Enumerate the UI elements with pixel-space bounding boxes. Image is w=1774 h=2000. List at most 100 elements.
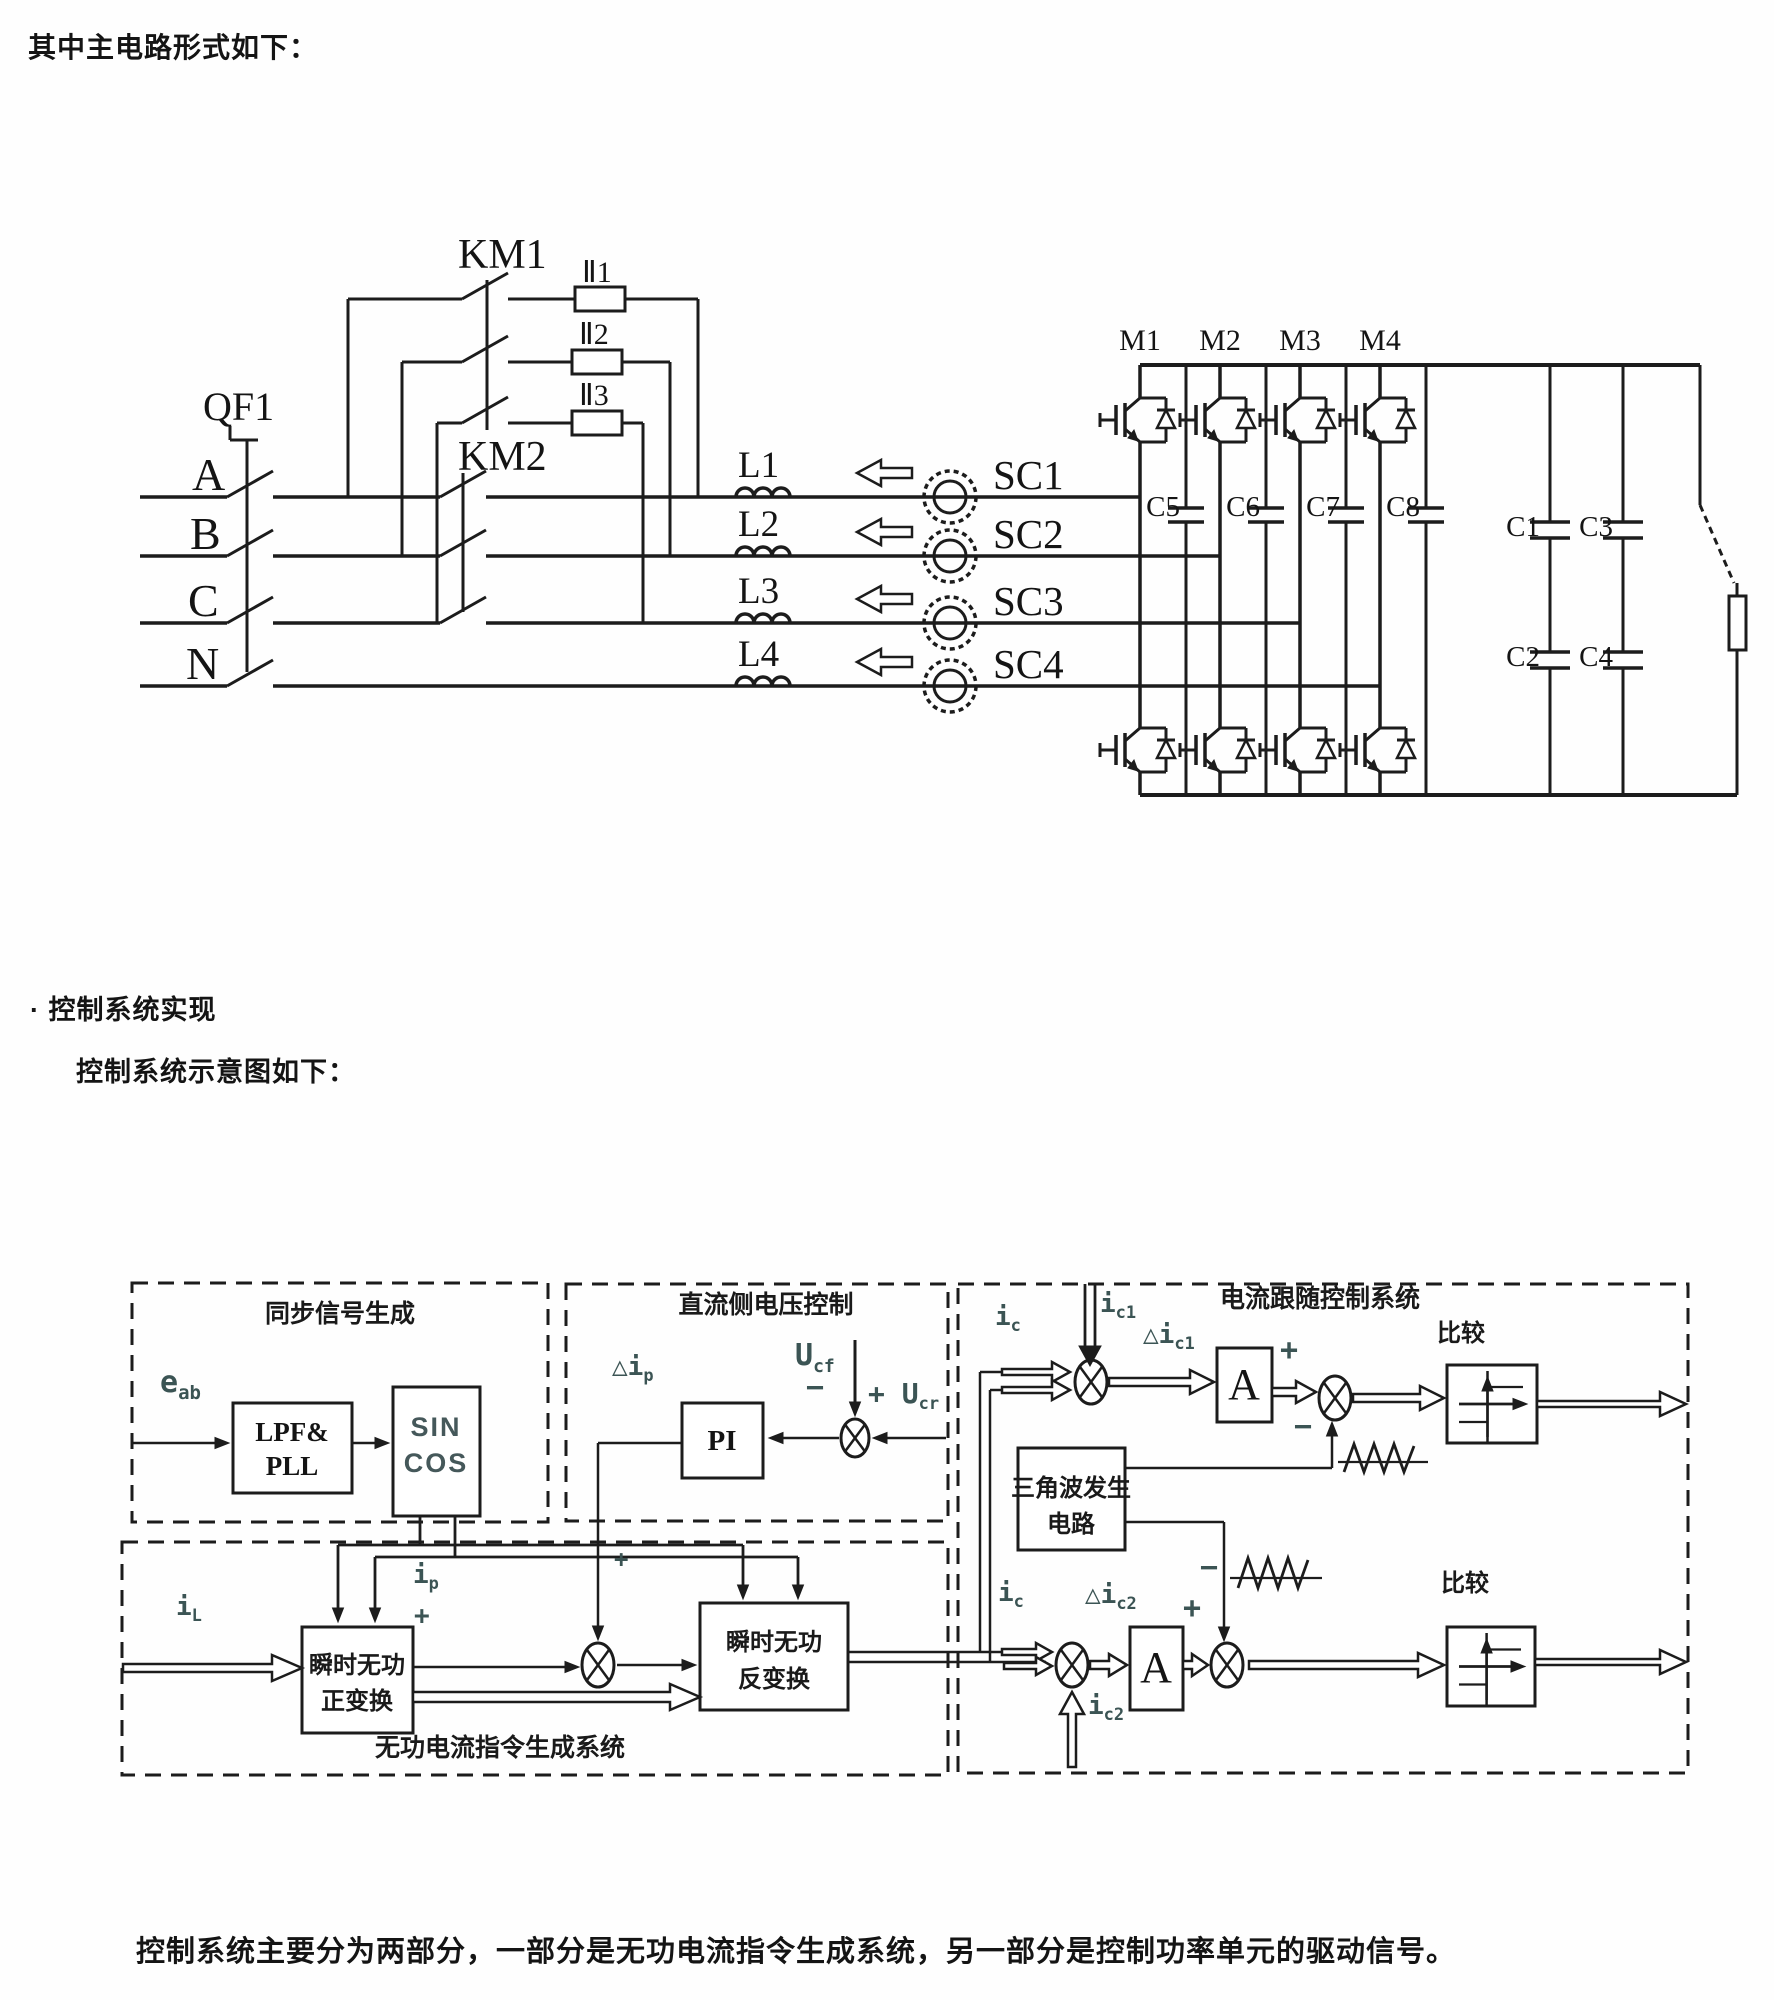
diode-icon (1394, 407, 1418, 430)
signal-label-ic-top: ic (995, 1302, 1021, 1336)
soft-start-resistor-icon (573, 285, 627, 313)
diode-icon (1234, 737, 1258, 760)
contactor1-blade-icon (461, 334, 509, 364)
minus-sign-bottom: − (1200, 1550, 1218, 1585)
reactive-multiplier-icon (585, 1648, 611, 1682)
current-follow-box-border (956, 1282, 1690, 1775)
diode-icon (1234, 407, 1258, 430)
subsection-heading-diagram: 控制系统示意图如下： (76, 1057, 356, 1087)
signal-label-eab: eab (160, 1365, 201, 1404)
inverse-transform-line1: 瞬时无功 (726, 1629, 822, 1656)
ucr-down-arrow-head (848, 1401, 862, 1418)
comp2-output-arrow (1533, 1648, 1689, 1676)
module-label-m2: M2 (1199, 324, 1241, 357)
tri-to-sum2-arrow-head (1325, 1420, 1339, 1437)
sum4-icon (1214, 1648, 1240, 1682)
sensor-label-sc1: SC1 (993, 452, 1064, 498)
ic-arrow (1000, 1640, 1055, 1664)
hysteresis-comparator-icon-head (1512, 1397, 1529, 1411)
comp1-output-arrow (1535, 1390, 1689, 1418)
dc-control-box-border (564, 1282, 950, 1523)
diode-icon (1314, 737, 1338, 760)
direction-arrow-icon (854, 646, 914, 678)
igbt-icon (1124, 726, 1141, 743)
signal-label-ucf: Ucf (795, 1338, 835, 1377)
reactive-box-label: 无功电流指令生成系统 (375, 1733, 625, 1762)
multiplier-to-inverse-arrow-head (681, 1658, 698, 1672)
igbt-icon (1124, 396, 1141, 413)
amp1-to-sum2-arrow (1270, 1378, 1319, 1406)
triangle-box-line2: 电路 (1047, 1510, 1096, 1538)
sync-input-arrow-head (214, 1436, 231, 1450)
direction-arrow-icon (854, 516, 914, 548)
inverse-transform-line2: 反变换 (738, 1665, 811, 1693)
current-sensor-icon (932, 479, 968, 515)
igbt-icon (1207, 428, 1219, 442)
diode-icon (1394, 737, 1418, 760)
amp1-block (1215, 1346, 1274, 1424)
sincos-to-inverse-arrow-head (791, 1584, 805, 1601)
igbt-icon (1287, 758, 1299, 772)
ic1-arrow-head (1078, 1345, 1102, 1368)
direction-arrow-icon (854, 457, 914, 489)
current-sensor-icon (922, 469, 978, 525)
sin-label: SIN (410, 1412, 461, 1442)
igbt-icon (1127, 758, 1139, 772)
inductor-icon (734, 675, 792, 687)
inductor-icon (734, 486, 792, 498)
signal-label-ip: ip (413, 1560, 439, 1594)
igbt-icon (1127, 428, 1139, 442)
lpf-pll-line1: LPF& (255, 1417, 329, 1447)
dc-box-title: 直流侧电压控制 (678, 1290, 853, 1319)
sincos-to-forward-arrow-head (331, 1607, 345, 1624)
contactor1-blade-icon (461, 395, 509, 425)
minus-sign-top: − (1294, 1409, 1312, 1444)
forward-transform-line2: 正变换 (321, 1687, 394, 1715)
resistor-label-ii2: Ⅱ2 (579, 318, 609, 351)
igbt-icon (1204, 396, 1221, 413)
sincos-to-forward-arrow-head (368, 1607, 382, 1624)
sum1-to-amp1-arrow (1107, 1367, 1217, 1397)
ic-arrow (1002, 1654, 1055, 1678)
phase-label-a: A (192, 449, 225, 500)
igbt-icon (1367, 758, 1379, 772)
follow-box-title: 电流跟随控制系统 (1220, 1284, 1420, 1313)
phase-label-c: C (188, 575, 219, 626)
hysteresis-comparator-icon-head (1510, 1660, 1527, 1673)
plus-sign-top: + (1280, 1333, 1298, 1368)
sync-box-border (130, 1281, 550, 1524)
direction-arrow-icon (854, 583, 914, 615)
current-sensor-icon (922, 528, 978, 584)
pi-output-arrow-head (591, 1625, 605, 1642)
sum4-to-comp2-arrow (1247, 1651, 1447, 1679)
discharge-resistor-icon (1727, 594, 1748, 652)
cap-label-c6: C6 (1226, 491, 1260, 523)
igbt-icon (1367, 428, 1379, 442)
u-feedback-arrow-head (871, 1431, 888, 1445)
plus-sign-bottom: + (1183, 1591, 1201, 1626)
current-sensor-icon (932, 668, 968, 704)
igbt-icon (1207, 758, 1219, 772)
pi-label: PI (708, 1425, 737, 1457)
igbt-icon (1204, 726, 1221, 743)
phase-label-n: N (186, 638, 219, 689)
tri-to-sum4-arrow-head (1217, 1626, 1231, 1643)
contactor1-blade-icon (461, 271, 509, 301)
inductor-label-l2: L2 (738, 504, 779, 545)
current-sensor-icon (922, 658, 978, 714)
sum2-to-comp1-arrow (1351, 1383, 1447, 1413)
lpf-pll-line2: PLL (266, 1451, 319, 1481)
cap-label-c3: C3 (1579, 511, 1613, 543)
discharge-switch-icon (1698, 504, 1736, 584)
sensor-label-sc3: SC3 (993, 578, 1064, 624)
triangle-wave-icon (1342, 1439, 1416, 1477)
ic-arrow (1000, 1377, 1073, 1403)
p-to-multiplier-arrow-head (564, 1660, 581, 1674)
amp2-to-sum4-arrow (1181, 1651, 1211, 1679)
current-sensor-icon (932, 538, 968, 574)
sincos-to-inverse-arrow-head (736, 1584, 750, 1601)
inverse-transform-block (698, 1601, 850, 1712)
breaker-blade-icon (226, 528, 274, 558)
